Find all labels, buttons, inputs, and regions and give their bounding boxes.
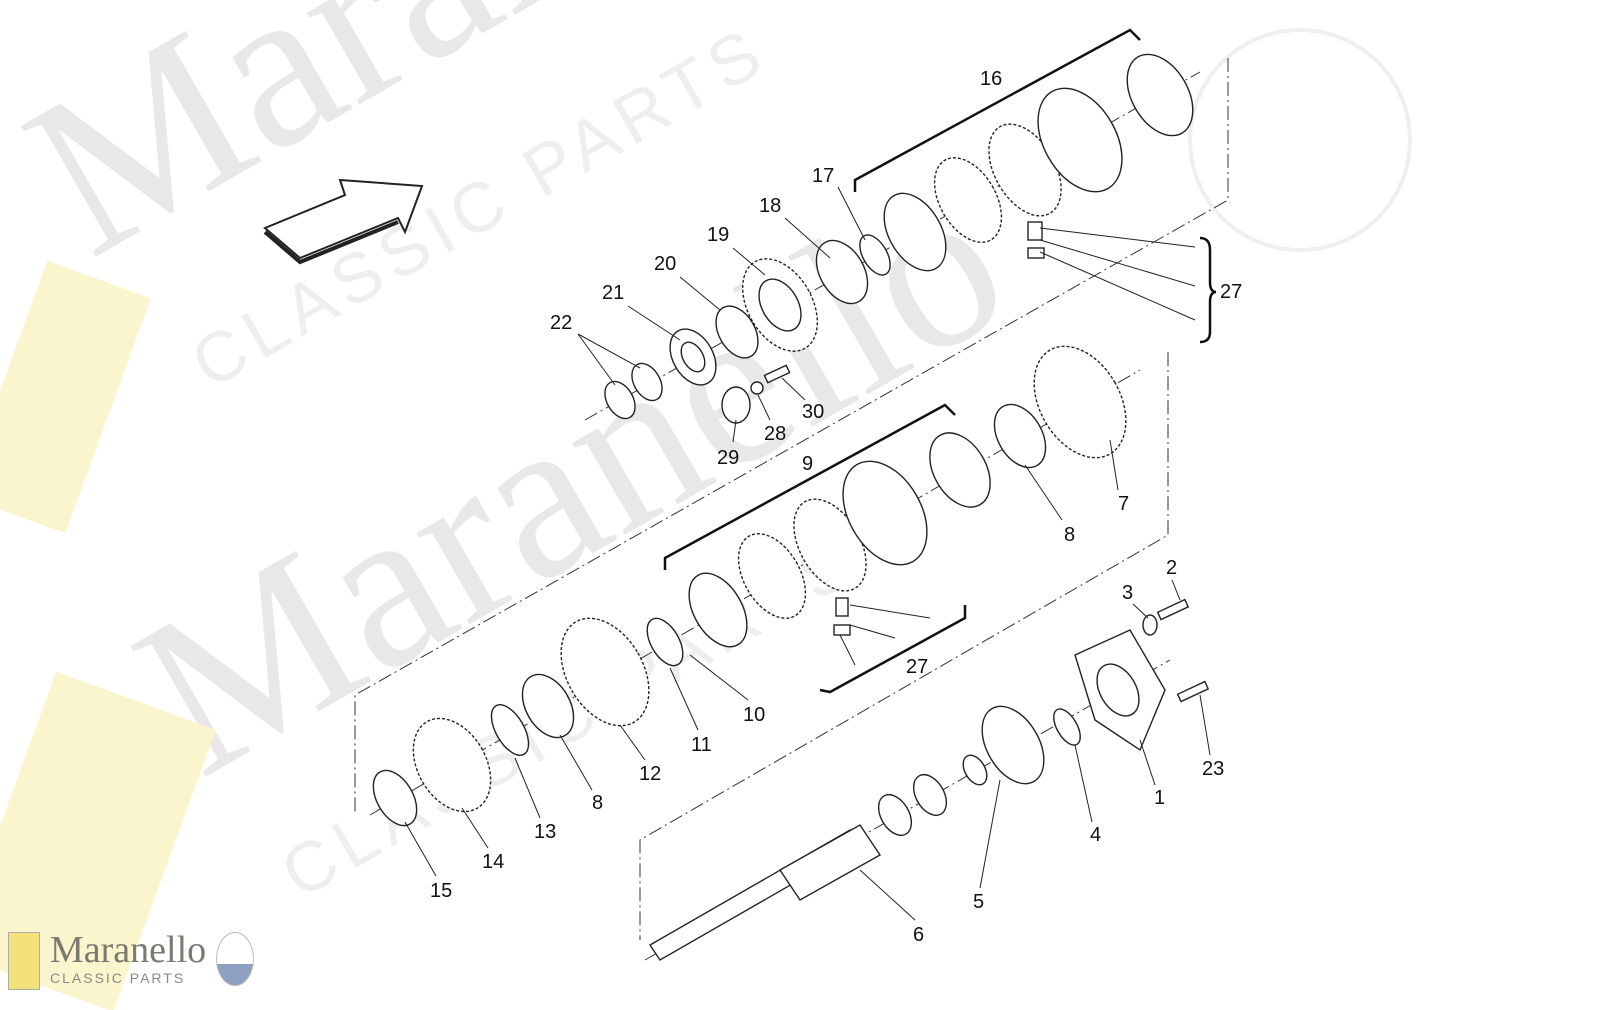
callout-18: 18: [759, 195, 781, 217]
callout-21: 21: [602, 282, 624, 304]
callout-labels: 16 17 18 19 20 21 22 30 28 29 27 9 7 8 2…: [430, 68, 1242, 946]
callout-3: 3: [1122, 582, 1133, 604]
callout-19: 19: [707, 224, 729, 246]
main-shaft: [649, 598, 1210, 961]
callout-1: 1: [1154, 787, 1165, 809]
callout-27a: 27: [1220, 281, 1242, 303]
callout-15: 15: [430, 880, 452, 902]
direction-arrow-icon: [263, 178, 424, 260]
watermark: Maranello CLASSIC PARTS Maranello CLASSI…: [0, 0, 1412, 1010]
callout-20: 20: [654, 253, 676, 275]
maserati-trident-icon: [216, 932, 255, 986]
callout-8a: 8: [1064, 524, 1075, 546]
callout-27b: 27: [906, 656, 928, 678]
callout-13: 13: [534, 821, 556, 843]
ferrari-shield-icon: [8, 932, 40, 990]
callout-7: 7: [1118, 493, 1129, 515]
callout-2: 2: [1166, 557, 1177, 579]
callout-8b: 8: [592, 792, 603, 814]
bracket-16: [853, 28, 1141, 192]
callout-22: 22: [550, 312, 572, 334]
top-shaft-assembly: [604, 53, 1194, 424]
leader-lines: [404, 186, 1211, 921]
callout-9: 9: [802, 453, 813, 475]
callout-23: 23: [1202, 758, 1224, 780]
logo-subtitle: CLASSIC PARTS: [50, 970, 186, 986]
callout-5: 5: [973, 891, 984, 913]
callout-14: 14: [482, 851, 504, 873]
callout-12: 12: [639, 763, 661, 785]
callout-11: 11: [691, 734, 712, 756]
maranello-logo: Maranello CLASSIC PARTS: [8, 929, 255, 990]
callout-4: 4: [1090, 824, 1101, 846]
callout-16: 16: [980, 68, 1002, 90]
callout-10: 10: [743, 704, 765, 726]
logo-brand: Maranello: [50, 929, 207, 971]
callout-17: 17: [812, 165, 834, 187]
callout-6: 6: [913, 924, 924, 946]
callout-30: 30: [802, 401, 824, 423]
bracket-9: [663, 403, 956, 570]
callout-28: 28: [764, 423, 786, 445]
brace-27a: [1199, 236, 1217, 344]
callout-29: 29: [717, 447, 739, 469]
bracket-27b: [819, 605, 967, 694]
middle-shaft-assembly: [372, 345, 1127, 827]
